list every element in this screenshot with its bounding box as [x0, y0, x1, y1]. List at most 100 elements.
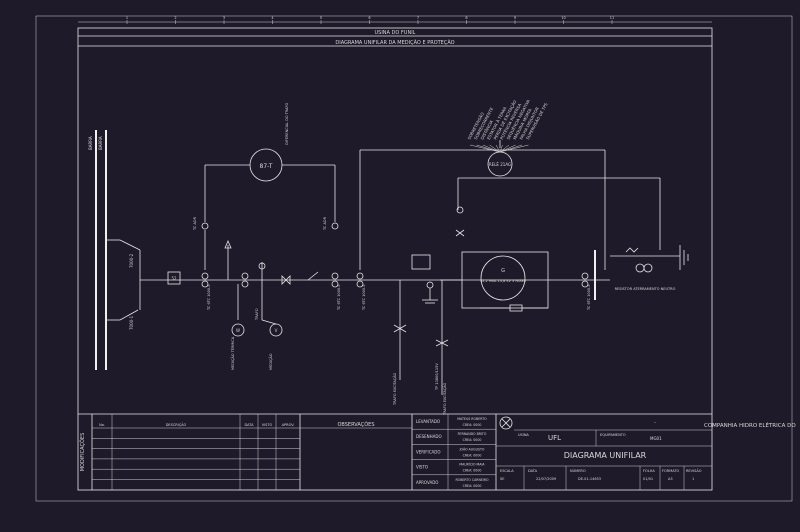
generator: G 32,2 MVA 13,8 kV 3 FASES: [440, 206, 549, 312]
svg-text:V: V: [275, 328, 278, 333]
breaker-52: 52: [167, 271, 181, 285]
protection-leader: [499, 144, 510, 153]
svg-text:32,2 MVA 13,8 kV 3 FASES: 32,2 MVA 13,8 kV 3 FASES: [480, 279, 527, 283]
observations-label: OBSERVAÇÕES: [337, 421, 374, 428]
left-ct: TC ADR TC 6TC 1000-5: [193, 216, 211, 311]
svg-text:G: G: [501, 268, 505, 274]
excitation-branch: TRAFO EXCITAÇÃO TP 13800/115V TRAFO EXCI…: [392, 254, 449, 416]
ruler-number: 5: [320, 16, 322, 20]
protection-leader: [482, 144, 501, 153]
meters: W MEDIÇÃO TÉRMICA V MEDIÇÃO TRAFO: [230, 262, 283, 370]
ruler-number: 9: [514, 16, 516, 20]
company-name: COMPANHIA HIDRO ELÉTRICA DO: [704, 421, 796, 429]
output-arrow: [224, 239, 232, 280]
bus-b-label: BARRA: [98, 136, 103, 150]
svg-text:APROV.: APROV.: [282, 423, 295, 427]
disconnect-switches: 7000-2 7000-1: [106, 239, 141, 330]
ruler-number: 2: [174, 16, 176, 20]
svg-text:TC 6TC 1000-5: TC 6TC 1000-5: [587, 284, 591, 311]
signature-name: MATEUS ROBERTO: [457, 417, 487, 421]
protection-leader: [495, 144, 501, 153]
sheet-border: [77, 27, 713, 491]
svg-text:87-T: 87-T: [260, 163, 273, 170]
svg-text:MEDIÇÃO: MEDIÇÃO: [268, 353, 273, 370]
svg-text:FOLHA: FOLHA: [643, 469, 655, 473]
protection-leader: [489, 144, 501, 153]
signature-crea: CREA: 0000: [463, 453, 482, 457]
svg-text:TRAFO EXCITAÇÃO: TRAFO EXCITAÇÃO: [442, 382, 447, 416]
svg-text:W: W: [236, 328, 240, 333]
svg-text:1: 1: [692, 477, 694, 481]
switch-upper-label: 7000-2: [129, 253, 134, 268]
signature-name: MAURÍCIO MAIA: [459, 462, 485, 467]
ruler-number: 8: [465, 16, 467, 20]
busbars: BARRA BARRA: [88, 130, 107, 370]
svg-text:DESCRIÇÃO: DESCRIÇÃO: [166, 422, 187, 427]
signature-role: VERIFICADO: [416, 449, 440, 454]
svg-text:01/01: 01/01: [643, 477, 653, 481]
load-switch: [281, 271, 319, 285]
title-block: MODIFICAÇÕES No. DESCRIÇÃO DATA VISTO AP…: [78, 413, 796, 491]
protection-leader: [499, 144, 523, 153]
svg-text:TC ADR: TC ADR: [323, 216, 327, 231]
svg-text:No.: No.: [99, 423, 105, 427]
svg-text:USINA: USINA: [518, 433, 529, 437]
svg-text:NÚMERO: NÚMERO: [570, 468, 586, 473]
svg-text:TRAFO: TRAFO: [255, 308, 259, 321]
svg-text:ESCALA: ESCALA: [500, 469, 514, 473]
signature-name: ROBERTO CARNEIRO: [455, 478, 489, 482]
mid-ct: TC ADR TC 6TC 1000-5 TC 6TC 1000-5: [323, 149, 606, 311]
svg-text:TC 6TC 1000-5: TC 6TC 1000-5: [207, 284, 211, 311]
protection-leader: [499, 144, 516, 153]
svg-text:RELÉ 21AG: RELÉ 21AG: [489, 162, 511, 167]
generator-relay: RELÉ 21AG SOBRETENSÃOSOBRECORRENTEDISTÂN…: [457, 99, 661, 250]
neutral-grounding: RESISTOR ATERRAMENTO NEUTRO: [610, 245, 689, 291]
ruler-number: 11: [610, 16, 614, 20]
modifications-label: MODIFICAÇÕES: [79, 433, 86, 472]
svg-text:MEDIÇÃO TÉRMICA: MEDIÇÃO TÉRMICA: [230, 336, 235, 370]
signature-crea: CREA: 0000: [463, 438, 482, 442]
svg-text:DATA: DATA: [528, 469, 538, 473]
svg-text:RESISTOR ATERRAMENTO NEUTRO: RESISTOR ATERRAMENTO NEUTRO: [615, 287, 676, 291]
drawing-title: DIAGRAMA UNIFILAR: [564, 451, 647, 460]
protection-leader: [476, 144, 501, 153]
svg-text:TC 6TC 1000-5: TC 6TC 1000-5: [337, 284, 341, 311]
svg-text:REVISÃO: REVISÃO: [686, 468, 702, 473]
outer-border: [35, 15, 793, 502]
ruler-number: 1: [126, 16, 128, 20]
protection-leader: [499, 144, 503, 153]
svg-text:TP 13800/115V: TP 13800/115V: [435, 363, 439, 391]
svg-text:–: –: [654, 420, 656, 425]
ruler-number: 3: [223, 16, 225, 20]
signature-crea: CREA: 0000: [463, 484, 482, 488]
signature-role: VISTO: [416, 465, 428, 470]
ruler-number: 4: [271, 16, 274, 20]
signature-role: LEVANTADO: [416, 419, 440, 424]
company-logo-icon: [499, 416, 513, 430]
switch-lower-label: 7000-1: [129, 315, 134, 330]
signature-name: FERNANDO BRITO: [458, 432, 487, 436]
bus-a-label: BARRA: [88, 136, 93, 150]
protection-leader: [499, 144, 529, 153]
relay-87t: 87-T DIFERENCIAL DO TRAFO: [204, 102, 336, 222]
svg-text:EQUIPAMENTO: EQUIPAMENTO: [600, 433, 626, 437]
signature-crea: CREA: 0000: [463, 469, 482, 473]
svg-text:TRAFO EXCITAÇÃO: TRAFO EXCITAÇÃO: [392, 372, 397, 406]
drawing-subtitle: DIAGRAMA UNIFILAR DA MEDIÇÃO E PROTEÇÃO: [335, 39, 454, 46]
svg-text:52: 52: [171, 276, 177, 281]
svg-text:DE-01-14653: DE-01-14653: [578, 477, 601, 481]
svg-text:SE: SE: [500, 477, 504, 481]
signature-crea: CREA: 0000: [463, 423, 482, 427]
ruler-number: 10: [561, 16, 565, 20]
svg-text:FORMATO: FORMATO: [662, 469, 679, 473]
svg-text:DATA: DATA: [244, 423, 254, 427]
svg-text:22/07/2009: 22/07/2009: [536, 477, 556, 481]
right-ct: TC 6TC 1000-5: [581, 250, 596, 311]
ruler-number: 7: [417, 16, 419, 20]
svg-text:A3: A3: [668, 477, 673, 481]
svg-text:DIFERENCIAL DO TRAFO: DIFERENCIAL DO TRAFO: [285, 102, 289, 145]
signature-name: JOÃO AUGUSTO: [459, 446, 485, 451]
svg-text:TC 6TC 1000-5: TC 6TC 1000-5: [362, 284, 366, 311]
